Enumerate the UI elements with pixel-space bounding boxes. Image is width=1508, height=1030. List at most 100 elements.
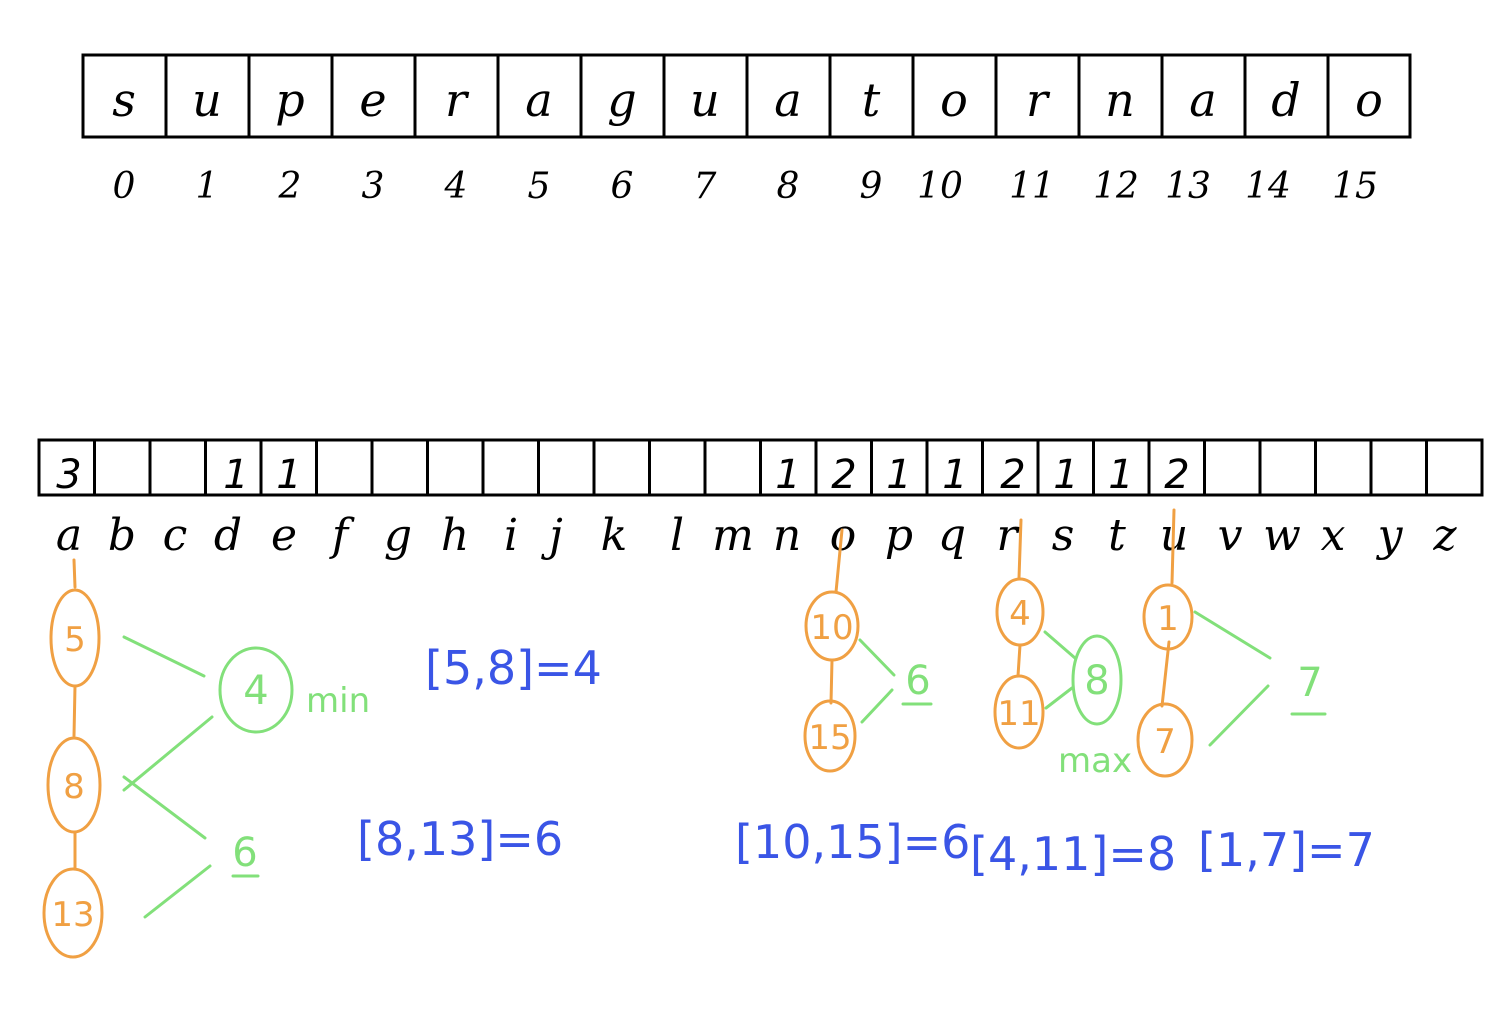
alphabet-letter: m: [712, 510, 754, 561]
svg-text:4: 4: [243, 668, 268, 714]
connector-line: [1044, 686, 1074, 710]
string-cell: a8: [745, 53, 832, 207]
interval-label: [10,15]=6: [735, 815, 970, 869]
connector-line: [834, 528, 844, 594]
alphabet-letter: y: [1376, 510, 1404, 561]
alphabet-count: 1: [942, 452, 967, 498]
alphabet-letter: t: [1108, 510, 1126, 561]
string-char: n: [1105, 73, 1135, 127]
connector-line: [143, 864, 212, 919]
alphabet-count: 1: [1053, 452, 1078, 498]
string-cell: e3: [330, 53, 417, 207]
alphabet-count: 1: [1108, 452, 1133, 498]
alphabet-count: 2: [1164, 452, 1189, 498]
connector-line: [1017, 518, 1023, 580]
group-a: 5 8 13 4 min 6 [5,8]=4 [8,13]=6: [42, 558, 602, 959]
alphabet-letter: v: [1218, 510, 1243, 561]
alphabet-cell: 1n: [759, 438, 818, 561]
string-cell: u1: [164, 53, 251, 207]
connector-line: [858, 638, 896, 677]
string-index: 8: [777, 166, 800, 207]
index-node: 8: [46, 736, 102, 834]
alphabet-cell: 1e: [259, 438, 318, 561]
alphabet-letter: o: [830, 510, 857, 561]
string-index: 12: [1093, 166, 1139, 207]
string-char: p: [275, 73, 304, 127]
string-char: o: [940, 73, 968, 127]
alphabet-letter: g: [384, 510, 412, 561]
alphabet-letter: j: [540, 510, 563, 561]
connector-line: [1170, 508, 1176, 585]
interval-label: [4,11]=8: [970, 827, 1176, 881]
index-node: 10: [804, 590, 860, 662]
svg-text:8: 8: [1084, 658, 1109, 704]
alphabet-letter: f: [329, 510, 355, 561]
string-index: 13: [1165, 166, 1211, 207]
result-value: 6: [905, 658, 930, 704]
index-node: 1: [1142, 583, 1194, 651]
alphabet-cell: 2o: [814, 438, 873, 561]
connector-line: [1160, 640, 1171, 708]
string-char: o: [1355, 73, 1383, 127]
string-cell: a13: [1160, 53, 1247, 207]
alphabet-cell: l: [648, 438, 707, 561]
alphabet-cell: 1q: [925, 438, 984, 561]
string-char: u: [690, 73, 720, 127]
alphabet-cell: m: [703, 438, 762, 561]
alphabet-cell: 1s: [1036, 438, 1095, 561]
interval-label: [1,7]=7: [1198, 823, 1375, 877]
string-index: 14: [1245, 166, 1291, 207]
string-index: 7: [694, 166, 717, 207]
connector-line: [72, 558, 77, 589]
alphabet-cell: g: [370, 438, 429, 561]
result-value: 7: [1297, 660, 1322, 706]
alphabet-letter: x: [1321, 510, 1346, 561]
svg-text:10: 10: [810, 608, 853, 648]
svg-text:4: 4: [1009, 594, 1031, 634]
alphabet-cell: w: [1258, 438, 1317, 561]
string-cell: g6: [579, 53, 666, 207]
index-node: 11: [993, 674, 1045, 750]
alphabet-cell: z: [1425, 438, 1484, 561]
string-char: u: [192, 73, 222, 127]
alphabet-letter: i: [504, 510, 518, 561]
string-char: a: [525, 73, 552, 127]
alphabet-cell: x: [1314, 438, 1373, 561]
index-node: 15: [803, 699, 857, 773]
svg-text:15: 15: [808, 718, 851, 758]
alphabet-count: 2: [1000, 452, 1025, 498]
max-note: max: [1058, 741, 1132, 781]
string-char: e: [359, 73, 386, 127]
string-cell: u7: [662, 53, 749, 207]
string-cell: o10: [911, 53, 998, 207]
group-u: 1 7 7 [1,7]=7: [1136, 508, 1375, 877]
string-char: r: [445, 73, 470, 127]
alphabet-cell: 2r: [981, 438, 1040, 561]
index-node: 4: [995, 577, 1045, 647]
alphabet-count: 2: [831, 452, 856, 498]
connector-line: [829, 658, 834, 705]
alphabet-letter: h: [441, 510, 469, 561]
connector-line: [122, 635, 206, 678]
string-index: 5: [528, 166, 551, 207]
alphabet-letter: a: [56, 510, 82, 561]
connector-line: [860, 688, 894, 724]
alphabet-letter: p: [885, 510, 913, 561]
string-char: r: [1026, 73, 1051, 127]
alphabet-letter: d: [214, 510, 242, 561]
group-r: 4 11 8 max [4,11]=8: [970, 518, 1176, 881]
alphabet-letter: e: [271, 510, 297, 561]
interval-label: [8,13]=6: [357, 812, 563, 866]
string-cell: n 12: [1077, 53, 1164, 207]
alphabet-cell: c: [148, 438, 207, 561]
string-char: t: [862, 73, 881, 127]
svg-text:13: 13: [51, 895, 94, 935]
string-index: 1: [196, 166, 219, 207]
svg-text:8: 8: [63, 767, 85, 807]
alphabet-count: 1: [775, 452, 800, 498]
string-char: a: [774, 73, 801, 127]
connector-line: [1208, 684, 1270, 747]
string-index: 0: [113, 166, 136, 207]
string-cell: s0: [81, 53, 168, 207]
alphabet-letter: z: [1432, 510, 1457, 561]
